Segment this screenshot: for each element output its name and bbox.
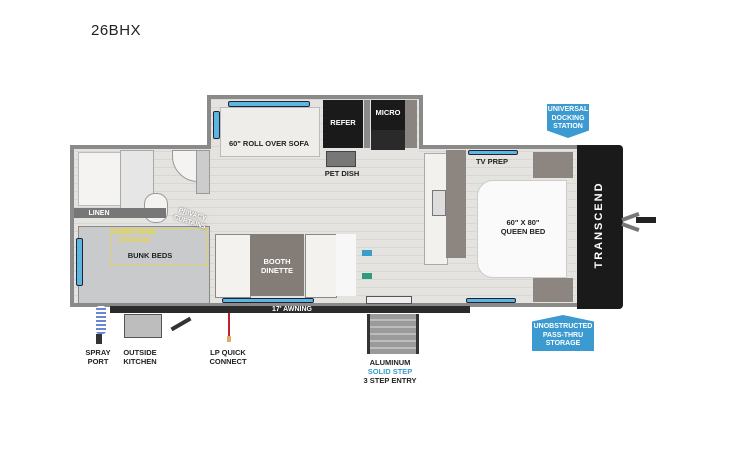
pass-thru-storage-callout: UNOBSTRUCTED PASS-THRU STORAGE	[532, 315, 594, 351]
sofa-window-top	[228, 101, 310, 107]
booth-dinette-label: BOOTH DINETTE	[260, 257, 294, 275]
dinette-bench-right	[305, 234, 337, 298]
pass-thru-storage-label: UNOBSTRUCTED PASS-THRU STORAGE	[533, 323, 593, 348]
awning-label: 17' AWNING	[272, 306, 312, 313]
sofa-window-side	[213, 111, 220, 139]
outside-kitchen-label: OUTSIDE KITCHEN	[123, 348, 157, 366]
stove-top	[371, 130, 405, 150]
spray-port-hose	[96, 306, 106, 334]
roll-over-sofa	[220, 107, 320, 157]
sofa-label: 60" ROLL OVER SOFA	[228, 139, 310, 148]
bunk-beds-label: BUNK BEDS	[127, 251, 173, 260]
lp-line	[228, 313, 230, 337]
wardrobe-left	[446, 150, 466, 258]
step-label-3: 3 STEP ENTRY	[363, 376, 417, 385]
hitch	[636, 217, 656, 223]
step-label-1: ALUMINUM	[369, 358, 411, 367]
under-bunk-storage-outline	[110, 228, 208, 266]
micro-label: MICRO	[375, 108, 401, 117]
spray-port-label: SPRAY PORT	[85, 348, 111, 366]
tv-prep-window	[468, 150, 518, 155]
linen-label: LINEN	[88, 210, 110, 217]
queen-bed-label: 60" x 80" QUEEN BED	[500, 218, 546, 236]
entry-door-mat	[366, 296, 412, 304]
awning-bar	[110, 306, 470, 313]
recliner-teal	[362, 250, 372, 256]
dinette-bench-left	[215, 234, 251, 298]
universal-docking-callout: UNIVERSAL DOCKING STATION	[547, 104, 589, 138]
microwave	[371, 100, 405, 130]
under-bunk-storage-label: UNDER BUNK STORAGE	[112, 229, 156, 244]
bunk-window	[76, 238, 83, 286]
pet-dish-label: PET DISH	[324, 169, 360, 178]
dinette-table	[250, 234, 304, 296]
tv-prep-label: TV PREP	[475, 157, 509, 166]
model-title: 26BHX	[91, 22, 142, 39]
entry-steps	[367, 314, 419, 354]
pet-dish	[326, 151, 356, 167]
queen-bed	[477, 180, 567, 278]
refer-label: REFER	[330, 118, 356, 127]
front-cap	[577, 145, 623, 309]
step-label-2: SOLID STEP	[367, 367, 413, 376]
bedroom-window	[466, 298, 516, 303]
universal-docking-label: UNIVERSAL DOCKING STATION	[547, 106, 589, 131]
outside-kitchen	[124, 314, 162, 338]
nightstand-top	[533, 152, 573, 178]
brand-logo: TRANSCEND	[593, 181, 605, 269]
dinette-window	[222, 298, 314, 303]
kitchen-sink	[432, 190, 446, 216]
refrigerator	[323, 100, 363, 148]
lp-quick-connect-label: LP QUICK CONNECT	[209, 348, 247, 366]
linen-cabinet	[74, 208, 166, 218]
nightstand-bottom	[533, 278, 573, 302]
